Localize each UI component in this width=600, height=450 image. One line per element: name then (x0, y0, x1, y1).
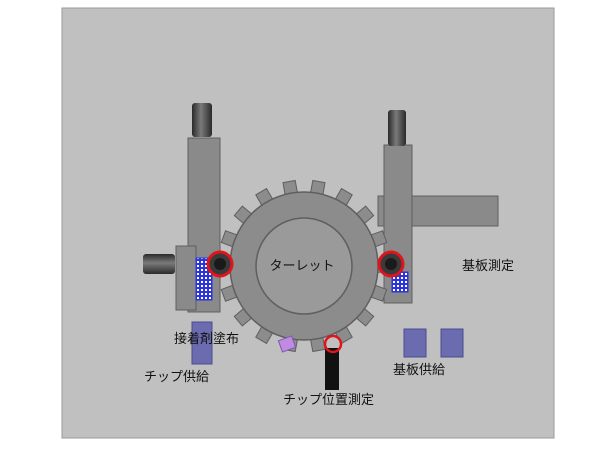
chip-tray-icon (191, 321, 213, 365)
left-top-cylinder (192, 103, 212, 137)
right-pickup-core (385, 258, 397, 270)
turret-hub (255, 217, 353, 315)
substrate-tray-icon-2 (440, 328, 464, 358)
turret-label: ターレット (269, 259, 334, 274)
right-top-cylinder (388, 110, 406, 146)
chip-supply-label: チップ供給 (144, 370, 209, 385)
chip-position-ring (323, 334, 343, 354)
chip-position-post (325, 348, 339, 390)
left-column-base (175, 245, 197, 311)
chip-position-measure-label: チップ位置測定 (283, 393, 374, 408)
substrate-tray-icon (403, 328, 427, 358)
adhesive-apply-label: 接着剤塗布 (174, 331, 239, 347)
substrate-supply-label: 基板供給 (393, 363, 445, 378)
substrate-measure-label: 基板測定 (462, 259, 514, 274)
chip-piece-icon (277, 335, 297, 353)
left-side-cylinder (143, 254, 175, 274)
left-pickup-core (214, 258, 226, 270)
